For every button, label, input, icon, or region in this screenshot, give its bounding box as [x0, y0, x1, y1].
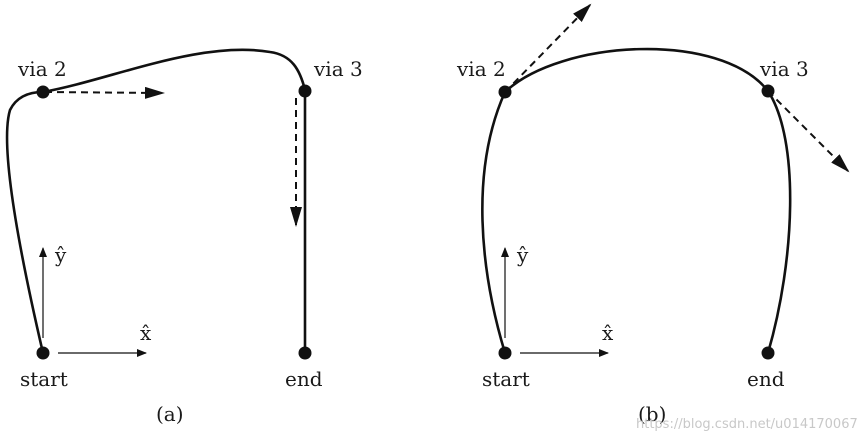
panel-b-via2-point — [498, 85, 512, 99]
panel-a-y-axis-label: ŷ — [54, 243, 67, 267]
panel-a-via3-point — [298, 84, 312, 98]
panel-b-y-axis-label: ŷ — [516, 243, 529, 267]
panel-a-x-axis-label: x̂ — [140, 321, 152, 345]
panel-a-caption: (a) — [156, 402, 184, 426]
panel-a-end-label: end — [285, 367, 323, 391]
panel-b-caption: (b) — [638, 402, 666, 426]
panel-b-via3-velocity-arrow — [767, 90, 850, 173]
panel-a-trajectory — [5, 48, 307, 354]
panel-b-via2-velocity-arrow — [504, 3, 592, 93]
panel-a-end-point — [298, 346, 312, 360]
panel-a-start-point — [36, 346, 50, 360]
panel-b-end-label: end — [747, 367, 785, 391]
panel-b-via3-label: via 3 — [759, 57, 809, 81]
panel-a-start-label: start — [20, 367, 68, 391]
watermark-text: https://blog.csdn.net/u014170067 — [636, 417, 858, 432]
panel-a-via2-point — [36, 85, 50, 99]
panel-b-start-point — [498, 346, 512, 360]
panel-b-start-label: start — [482, 367, 530, 391]
panel-b-via2-label: via 2 — [456, 57, 506, 81]
panel-b: via 2 via 3 start end ŷ x̂ (b) — [456, 3, 850, 426]
panel-a-via2-velocity-arrow — [44, 86, 165, 99]
panel-a-via2-label: via 2 — [17, 57, 67, 81]
panel-a-via3-label: via 3 — [313, 57, 363, 81]
panel-b-trajectory — [481, 47, 792, 354]
panel-b-end-point — [761, 346, 775, 360]
panel-b-via3-point — [761, 84, 775, 98]
panel-a: via 2 via 3 start end ŷ x̂ (a) — [5, 48, 363, 426]
panel-b-x-axis-label: x̂ — [602, 321, 614, 345]
